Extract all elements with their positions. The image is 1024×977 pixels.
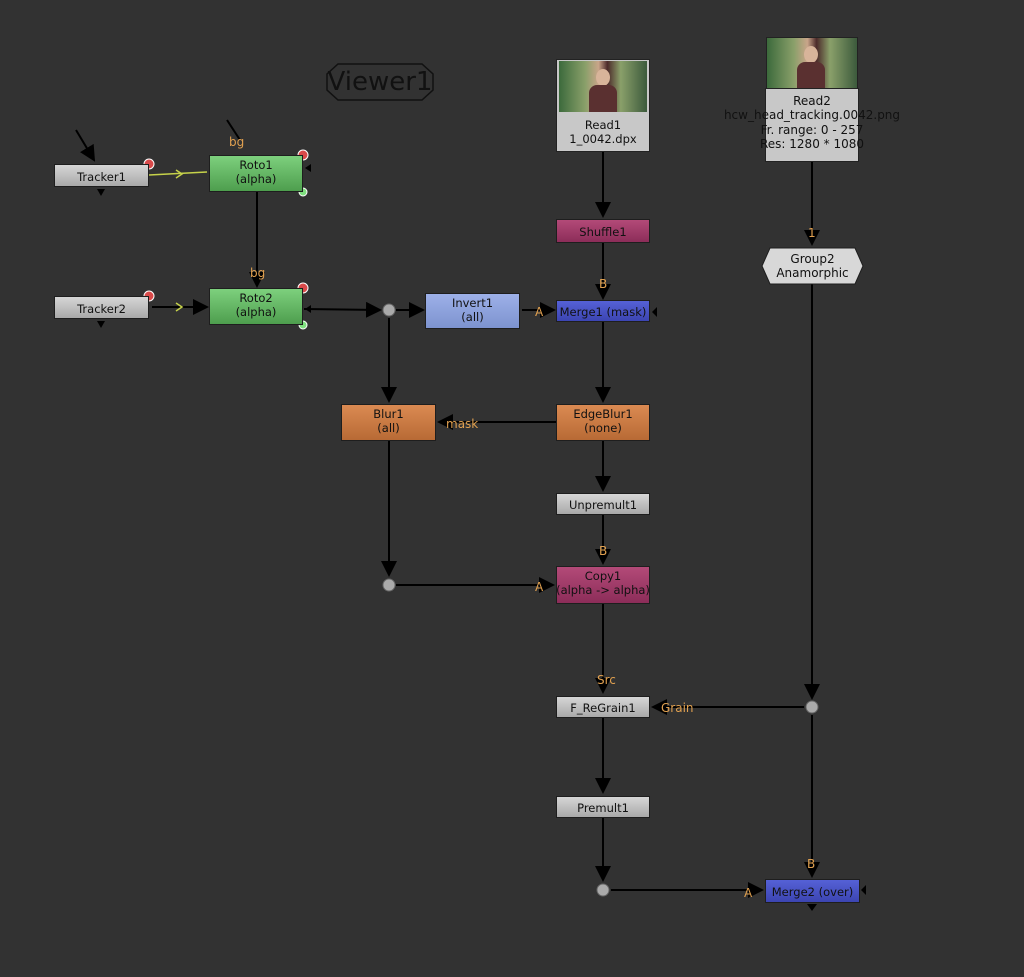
arrow-icon — [175, 169, 184, 179]
tracker2-node[interactable]: Tracker2 — [54, 296, 149, 319]
roto1-node[interactable]: Roto1 (alpha) — [209, 155, 303, 192]
group2-shape[interactable] — [761, 247, 864, 285]
merge1-node[interactable]: Merge1 (mask) — [556, 300, 650, 322]
pipe-roto1-in — [226, 119, 241, 141]
unpremult1-node[interactable]: Unpremult1 — [556, 493, 650, 515]
roto2-node[interactable]: Roto2 (alpha) — [209, 288, 303, 325]
roto2-bg-label: bg — [250, 266, 266, 280]
output-arrow-icon — [807, 904, 817, 911]
roto1-bg-label: bg — [229, 135, 245, 149]
arrow-icon — [175, 302, 184, 312]
invert1-node[interactable]: Invert1 (all) — [425, 293, 520, 329]
regrain-src-label: Src — [597, 673, 616, 687]
node-label: Tracker2 — [77, 302, 126, 316]
edgeblur1-node[interactable]: EdgeBlur1 (none) — [556, 404, 650, 441]
node-sublabel: (alpha) — [235, 172, 277, 186]
mask-input-arrow-icon — [652, 307, 657, 317]
node-file: 1_0042.dpx — [569, 132, 637, 146]
shuffle1-node[interactable]: Shuffle1 — [556, 219, 650, 243]
dot-icon[interactable] — [382, 303, 396, 317]
node-label: Unpremult1 — [568, 498, 638, 512]
mask-input-arrow-icon — [861, 885, 866, 895]
tracker1-node[interactable]: Tracker1 — [54, 164, 149, 187]
copy-a-label: A — [535, 580, 544, 594]
premult1-node[interactable]: Premult1 — [556, 796, 650, 818]
merge2-node[interactable]: Merge2 (over) — [765, 879, 860, 903]
node-label: Shuffle1 — [579, 225, 627, 239]
blur1-node[interactable]: Blur1 (all) — [341, 404, 436, 441]
node-label: EdgeBlur1 — [573, 407, 633, 421]
pipe-tracker1-in — [75, 129, 96, 162]
output-arrow-icon — [97, 321, 105, 328]
node-label: Invert1 — [451, 296, 494, 310]
node-label: Roto1 — [239, 158, 273, 172]
node-label: Merge2 (over) — [771, 885, 854, 899]
node-sublabel: (all) — [461, 310, 484, 324]
merge1-a-label: A — [535, 305, 544, 319]
node-label: Merge1 (mask) — [559, 305, 647, 319]
viewer1-label: Viewer1 — [327, 67, 433, 97]
regrain-grain-label: Grain — [661, 701, 694, 715]
regrain1-node[interactable]: F_ReGrain1 — [556, 696, 650, 718]
node-label: Premult1 — [577, 801, 629, 815]
read2-range: Fr. range: 0 - 257 — [760, 123, 864, 137]
pipe-roto2-dot — [303, 301, 382, 318]
read1-node[interactable]: Read1 1_0042.dpx — [556, 59, 650, 152]
group-input-label: 1 — [808, 226, 816, 240]
dot-icon[interactable] — [805, 700, 819, 714]
viewer-shape[interactable] — [326, 63, 434, 101]
link-tracker1-roto1 — [148, 171, 208, 176]
group2-label: Group2 — [790, 252, 835, 266]
merge2-a-label: A — [744, 886, 753, 900]
blur-mask-label: mask — [446, 417, 479, 431]
node-label: Roto2 — [239, 291, 273, 305]
node-label: Copy1 — [584, 569, 622, 583]
read2-file: hcw_head_tracking.0042.png — [723, 108, 901, 122]
read2-res: Res: 1280 * 1080 — [760, 137, 864, 151]
node-sublabel: (all) — [377, 421, 400, 435]
merge2-b-label: B — [807, 857, 816, 871]
group2-sublabel: Anamorphic — [776, 266, 849, 280]
copy1-node[interactable]: Copy1 (alpha -> alpha) — [556, 566, 650, 604]
merge1-b-label: B — [599, 277, 608, 291]
node-label: Read1 — [584, 118, 622, 132]
dot-icon[interactable] — [596, 883, 610, 897]
output-arrow-icon — [97, 189, 105, 196]
node-sublabel: (alpha) — [235, 305, 277, 319]
mask-input-arrow-icon — [305, 305, 311, 313]
dot-icon[interactable] — [382, 578, 396, 592]
node-sublabel: (alpha -> alpha) — [556, 583, 650, 597]
node-label: Tracker1 — [77, 170, 126, 184]
node-label: Blur1 — [373, 407, 404, 421]
read1-thumbnail — [559, 61, 647, 112]
mask-input-arrow-icon — [305, 164, 311, 172]
read2-node-body[interactable] — [765, 88, 859, 162]
read2-thumbnail — [766, 37, 858, 90]
read2-node[interactable] — [765, 36, 859, 162]
node-label: F_ReGrain1 — [570, 701, 636, 715]
copy-b-label: B — [599, 544, 608, 558]
node-sublabel: (none) — [584, 421, 622, 435]
read2-label: Read2 — [793, 94, 831, 108]
